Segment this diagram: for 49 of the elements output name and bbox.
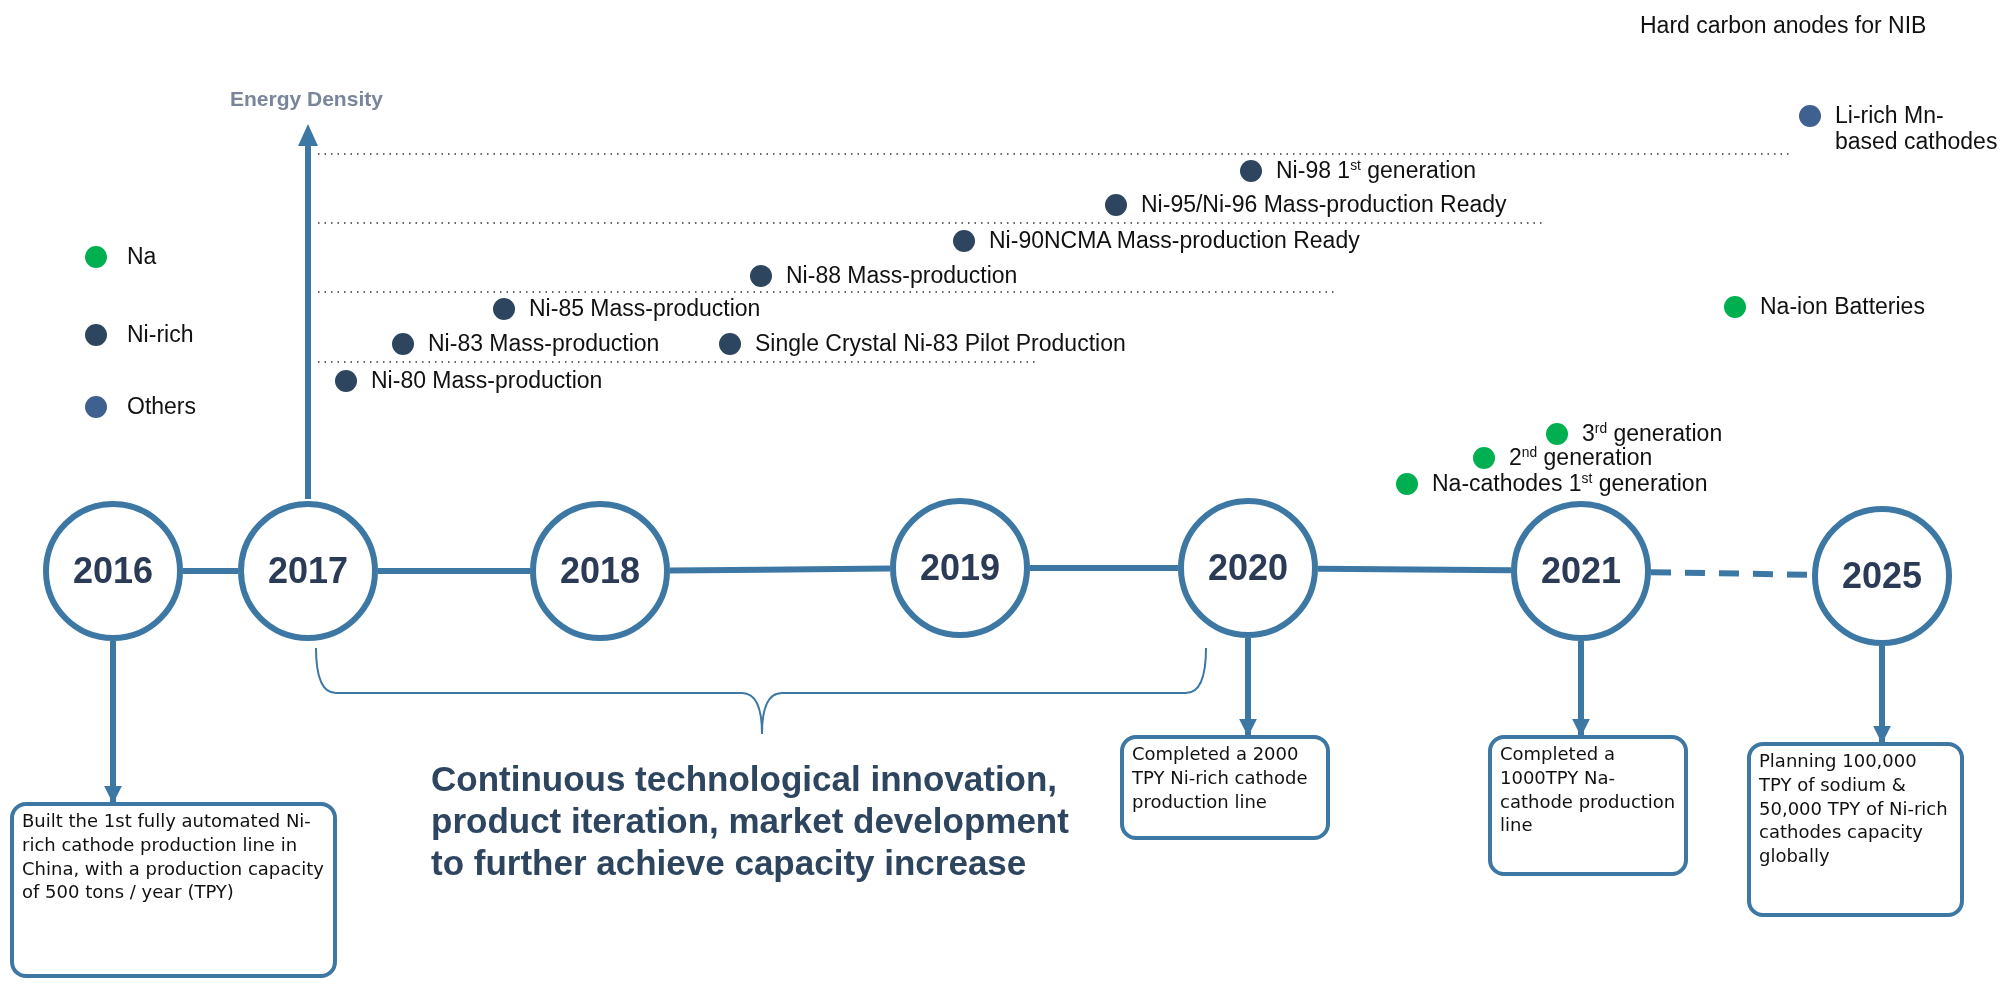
timeline-connector [183, 568, 238, 574]
timeline-connector [1030, 565, 1178, 571]
year-circle [238, 501, 378, 641]
timeline-connector [378, 568, 530, 574]
legend-label: Na [127, 243, 157, 270]
milestone-text: Built the 1st fully automated Ni-rich cathode production line in China, with a production capacity of 500 tons / year (TPY) [22, 809, 325, 904]
milestone-text: Planning 100,000 TPY of sodium & 50,000 TPY of Ni-rich cathodes capacity globally [1759, 749, 1949, 868]
note-text: Hard carbon anodes for NIB [1640, 12, 1927, 39]
milestone-label: Na-cathodes 1$^{st}$ generation [1432, 470, 1708, 497]
milestone-label: Ni-90NCMA Mass-production Ready [989, 227, 1360, 254]
milestone-label: Ni-80 Mass-production [371, 367, 603, 394]
milestone-box [1120, 735, 1330, 840]
milestone-box [1488, 735, 1688, 876]
milestone-label: 3$^{rd}$ generation [1582, 420, 1723, 447]
milestone-label: Ni-85 Mass-production [529, 295, 761, 322]
axis-title: Energy Density [230, 87, 383, 112]
arrow [1572, 641, 1590, 737]
year-text: 2020 [1206, 547, 1290, 589]
year-text: 2021 [1539, 550, 1623, 592]
milestone-box [10, 802, 337, 978]
timeline-connector [669, 565, 891, 574]
summary-text: Continuous technological innovation, product iteration, market development to further achieve capacity increase [431, 758, 1070, 884]
year-circle [43, 501, 183, 641]
legend-label: Others [127, 393, 197, 420]
legend-label: Ni-rich [127, 321, 194, 348]
year-text: 2017 [266, 550, 350, 592]
milestone-box [1747, 742, 1964, 917]
arrow [1873, 646, 1891, 744]
milestone-text: Completed a 2000 TPY Ni-rich cathode production line [1132, 742, 1309, 814]
milestone-label: Single Crystal Ni-83 Pilot Production [755, 330, 1126, 357]
milestone-label: Li-rich Mn-based cathodes [1835, 102, 1999, 155]
milestone-label: Ni-95/Ni-96 Mass-production Ready [1141, 191, 1507, 218]
year-circle [1812, 506, 1952, 646]
year-text: 2018 [558, 550, 642, 592]
milestone-text: Completed a 1000TPY Na-cathode production line [1500, 742, 1676, 837]
milestone-label: Ni-83 Mass-production [428, 330, 660, 357]
milestone-label: Ni-88 Mass-production [786, 262, 1018, 289]
arrow [104, 641, 122, 804]
timeline-connector [1317, 565, 1512, 574]
milestone-label: Na-ion Batteries [1760, 293, 1925, 320]
year-circle [1178, 498, 1318, 638]
year-circle [530, 501, 670, 641]
year-text: 2025 [1840, 555, 1924, 597]
arrow [1239, 638, 1257, 737]
year-circle [1511, 501, 1651, 641]
milestone-label: Ni-98 1$^{st}$ generation [1276, 157, 1476, 184]
year-text: 2016 [71, 550, 155, 592]
year-text: 2019 [918, 547, 1002, 589]
year-circle [890, 498, 1030, 638]
